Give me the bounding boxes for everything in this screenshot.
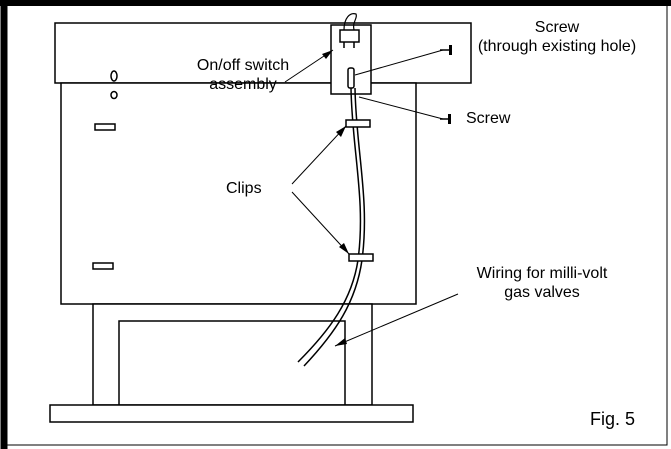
base-plate (49, 404, 414, 423)
leader-clip-upper (291, 125, 347, 185)
leader-screw-bottom (358, 96, 444, 120)
arrowhead-wiring (335, 338, 347, 346)
screw-bottom-label: Screw (466, 110, 511, 127)
arrowhead-switch (322, 50, 333, 59)
wiring-label-line1: Wiring for milli-volt (476, 265, 608, 282)
hole-upper (110, 70, 118, 82)
arrowhead-clip-lower (339, 243, 349, 254)
stand-inner (118, 320, 346, 406)
switch-label: On/off switch assembly (170, 56, 316, 94)
switch-slot (347, 67, 355, 89)
wiring-label-line2: gas valves (504, 284, 580, 301)
screw-top-label-line1: Screw (534, 19, 580, 36)
top-panel (54, 22, 472, 84)
leader-clip-lower (291, 191, 350, 255)
switch-label-line2: assembly (209, 76, 277, 93)
screw-top-label: Screw (through existing hole) (462, 18, 652, 56)
slot-lower (92, 262, 114, 270)
leader-screw-top (354, 49, 444, 76)
clips-label: Clips (226, 180, 262, 197)
leader-wiring (334, 293, 459, 347)
slot-upper (94, 123, 116, 131)
arrowhead-clip-upper (336, 126, 346, 137)
screw-top-label-line2: (through existing hole) (477, 38, 637, 55)
wiring-label: Wiring for milli-volt gas valves (452, 264, 632, 302)
hole-lower (110, 90, 118, 100)
switch-top-wire (343, 13, 358, 31)
switch-label-line1: On/off switch (196, 57, 290, 74)
clip-lower (348, 253, 374, 262)
clip-upper (345, 119, 371, 128)
figure-label: Fig. 5 (590, 409, 636, 429)
switch-toggle (339, 29, 360, 43)
